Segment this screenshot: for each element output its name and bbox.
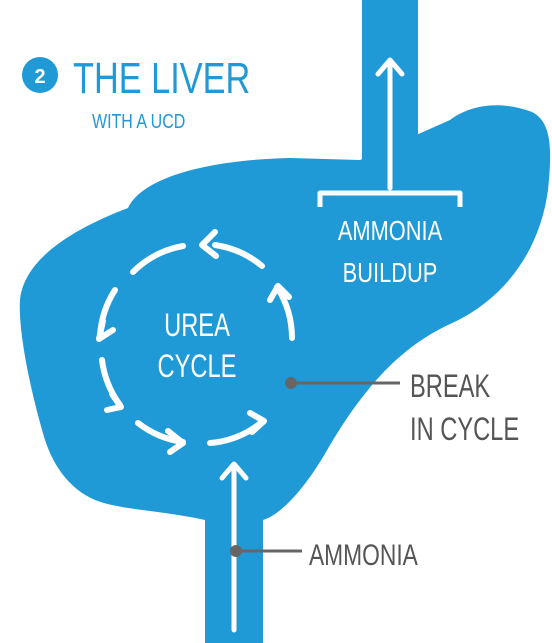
ammonia-label: AMMONIA: [309, 538, 418, 572]
ammonia-buildup-label-line1: AMMONIA: [338, 215, 443, 246]
step-number: 2: [34, 66, 45, 88]
break-in-cycle-label-line1: BREAK: [410, 369, 490, 404]
urea-cycle-label-line2: CYCLE: [158, 349, 237, 384]
page-subtitle: WITH A UCD: [92, 110, 185, 132]
urea-cycle-label-line1: UREA: [164, 308, 230, 343]
page-title: THE LIVER: [73, 54, 250, 103]
break-in-cycle-label-line2: IN CYCLE: [410, 412, 519, 447]
ammonia-buildup-label-line2: BUILDUP: [343, 257, 438, 288]
